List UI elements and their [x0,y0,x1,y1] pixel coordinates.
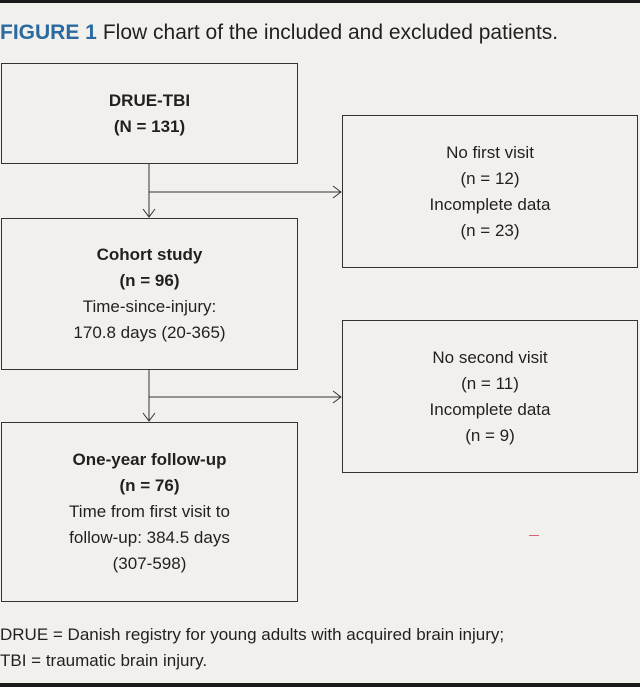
figure-label: FIGURE 1 [0,21,97,44]
drue-count: (N = 131) [113,116,186,136]
box-exclusion-second-visit: No second visit (n = 11) Incomplete data… [342,320,638,473]
drue-title: DRUE-TBI [108,90,191,110]
figure-title: Flow chart of the included and excluded … [102,21,559,44]
arrowhead-followup [142,412,156,422]
arrowhead-exclusion-1 [332,185,342,199]
cohort-title: Cohort study [96,245,203,264]
exclusion-1-line: (n = 12) [460,168,520,188]
followup-count: (n = 76) [119,476,180,495]
exclusion-2-line: No second visit [432,347,548,367]
arrowhead-exclusion-2 [332,390,342,404]
cohort-detail: 170.8 days (20-365) [73,323,226,342]
exclusion-2-line: Incomplete data [429,399,551,419]
top-rule [0,0,640,3]
cohort-count: (n = 96) [119,271,180,290]
followup-detail: follow-up: 384.5 days [69,528,230,547]
box-cohort-study: Cohort study (n = 96) Time-since-injury:… [1,218,298,370]
exclusion-1-line: No first visit [446,142,534,162]
stray-mark [529,535,539,536]
box-drue-tbi: DRUE-TBI (N = 131) [1,63,298,164]
followup-detail: (307-598) [112,554,187,573]
box-exclusion-first-visit: No first visit (n = 12) Incomplete data … [342,115,638,268]
followup-title: One-year follow-up [72,450,227,469]
cohort-detail: Time-since-injury: [82,297,217,316]
exclusion-2-line: (n = 9) [465,425,515,445]
box-one-year-follow-up: One-year follow-up (n = 76) Time from fi… [1,422,298,602]
footnote: DRUE = Danish registry for young adults … [0,622,640,674]
followup-detail: Time from first visit to [69,502,230,521]
footnote-line: DRUE = Danish registry for young adults … [0,625,505,644]
exclusion-1-line: (n = 23) [460,220,520,240]
arrowhead-cohort [142,208,156,218]
exclusion-1-line: Incomplete data [429,194,551,214]
bottom-rule [0,683,640,687]
footnote-line: TBI = traumatic brain injury. [0,651,208,670]
exclusion-2-line: (n = 11) [461,373,519,393]
